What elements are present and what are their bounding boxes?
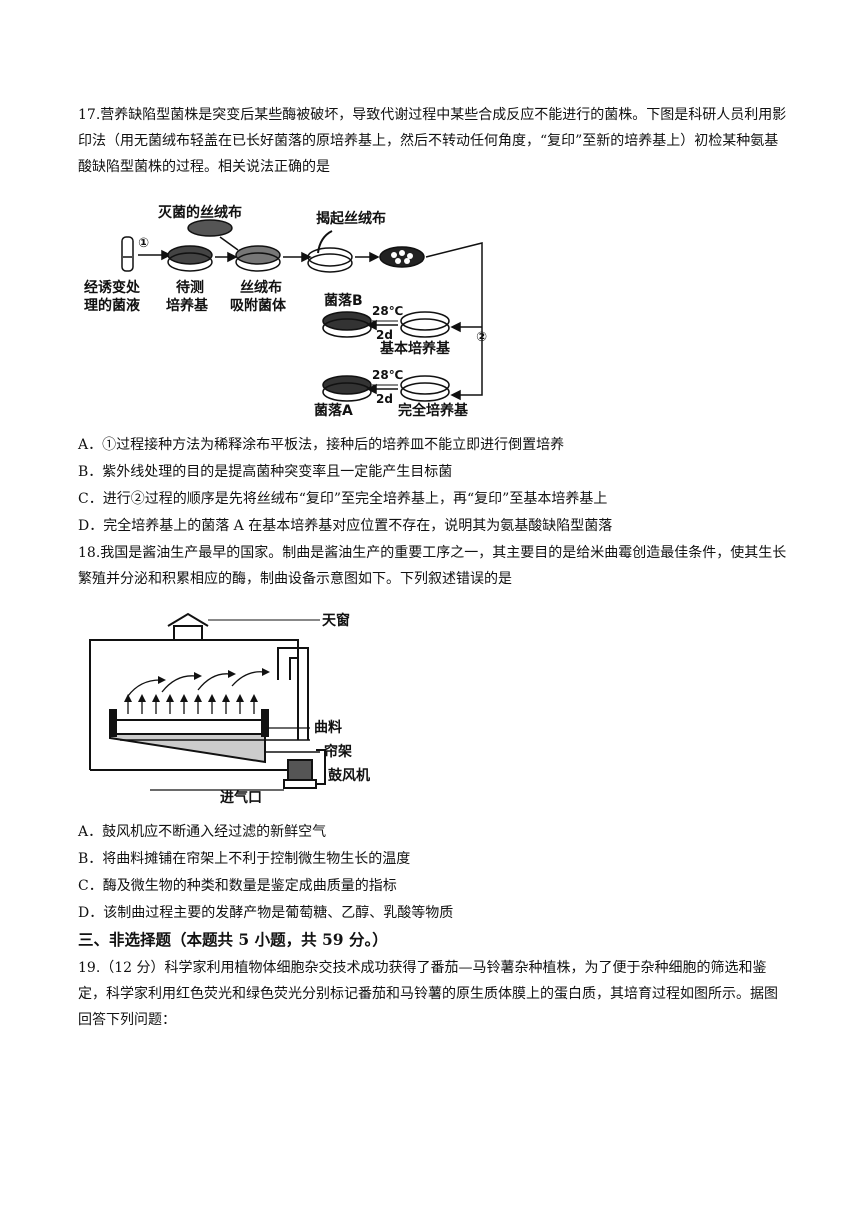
q18-option-a: A．鼓风机应不断通入经过滤的新鲜空气	[78, 824, 327, 840]
label-adsorb-line1: 丝绒布	[240, 279, 282, 296]
label-time-top: 2d	[376, 328, 393, 342]
q18-option-c: C．酶及微生物的种类和数量是鉴定成曲质量的指标	[78, 878, 397, 894]
label-blower: 鼓风机	[328, 767, 370, 784]
label-temp-bottom: 28℃	[372, 368, 403, 382]
label-mutant-line1: 经诱变处	[84, 279, 141, 296]
label-complete-medium: 完全培养基	[398, 402, 469, 419]
label-test-line1: 待测	[176, 279, 204, 296]
label-inlet: 进气口	[220, 789, 262, 806]
label-colony-a: 菌落A	[314, 402, 353, 419]
q17-option-d: D．完全培养基上的菌落 A 在基本培养基对应位置不存在，说明其为氨基酸缺陷型菌落	[78, 518, 613, 534]
label-skylight: 天窗	[322, 612, 350, 629]
q18-option-b: B．将曲料摊铺在帘架上不利于控制微生物生长的温度	[78, 851, 411, 867]
q19-stem: 19.（12 分）科学家利用植物体细胞杂交技术成功获得了番茄—马铃薯杂种植株，为…	[78, 960, 778, 1028]
q18-option-d: D．该制曲过程主要的发酵产物是葡萄糖、乙醇、乳酸等物质	[78, 905, 454, 921]
q17-option-b: B．紫外线处理的目的是提高菌种突变率且一定能产生目标菌	[78, 464, 453, 480]
q17-option-a: A．①过程接种方法为稀释涂布平板法，接种后的培养皿不能立即进行倒置培养	[78, 437, 565, 453]
label-test-line2: 培养基	[166, 297, 209, 314]
label-lift: 揭起丝绒布	[316, 210, 386, 227]
label-velvet: 灭菌的丝绒布	[157, 204, 242, 221]
label-koji: 曲料	[314, 719, 342, 736]
section-heading: 三、非选择题（本题共 5 小题，共 59 分。）	[78, 930, 388, 949]
label-basic-medium: 基本培养基	[380, 340, 451, 357]
label-temp-top: 28℃	[372, 304, 403, 318]
step2-marker: ②	[476, 330, 487, 345]
q17-figure: 灭菌的丝绒布 揭起丝绒布 ① ② 经诱变处 理的菌液 待测 培养基 丝绒布 吸附…	[84, 204, 487, 419]
q18-figure: 天窗 曲料 帘架 鼓风机 进气口	[89, 612, 370, 806]
q18-stem: 18.我国是酱油生产最早的国家。制曲是酱油生产的重要工序之一，其主要目的是给米曲…	[78, 545, 787, 587]
label-time-bottom: 2d	[376, 392, 393, 406]
q17-stem: 17.营养缺陷型菌株是突变后某些酶被破坏，导致代谢过程中某些合成反应不能进行的菌…	[78, 107, 787, 175]
label-mutant-line2: 理的菌液	[84, 297, 141, 314]
label-rack: 帘架	[324, 743, 352, 760]
q17-option-c: C．进行②过程的顺序是先将丝绒布“复印”至完全培养基上，再“复印”至基本培养基上	[78, 491, 608, 507]
label-colony-b: 菌落B	[324, 292, 363, 309]
label-adsorb-line2: 吸附菌体	[230, 297, 287, 314]
step1-marker: ①	[138, 236, 149, 251]
